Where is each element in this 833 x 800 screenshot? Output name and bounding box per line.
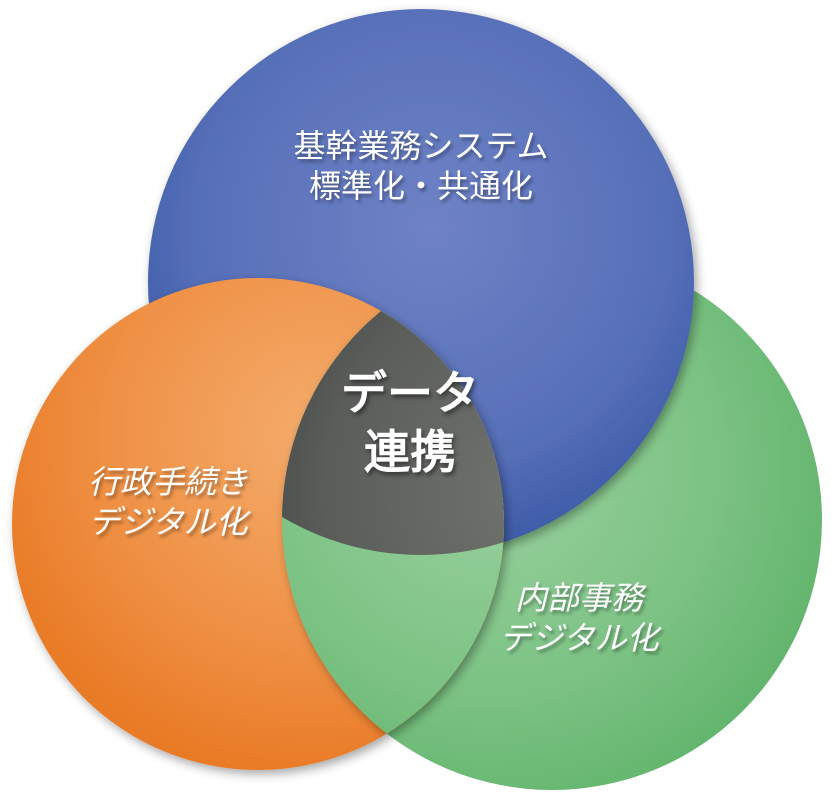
orange-circle-label: 行政手続き デジタル化 xyxy=(58,462,278,542)
orange-label-line-1: 行政手続き xyxy=(87,463,248,501)
green-circle-label: 内部事務 デジタル化 xyxy=(474,578,684,658)
orange-label-line-2: デジタル化 xyxy=(88,503,248,541)
intersection-label: データ 連携 xyxy=(320,364,500,482)
center-label-line-2: 連携 xyxy=(364,424,456,479)
blue-label-line-1: 基幹業務システム xyxy=(293,127,549,165)
green-label-line-1: 内部事務 xyxy=(514,579,643,617)
center-label-line-1: データ xyxy=(341,366,479,420)
intersection-region xyxy=(282,278,504,555)
blue-label-line-2: 標準化・共通化 xyxy=(308,167,533,205)
green-label-line-2: デジタル化 xyxy=(499,619,659,657)
blue-circle-label: 基幹業務システム 標準化・共通化 xyxy=(256,126,586,206)
